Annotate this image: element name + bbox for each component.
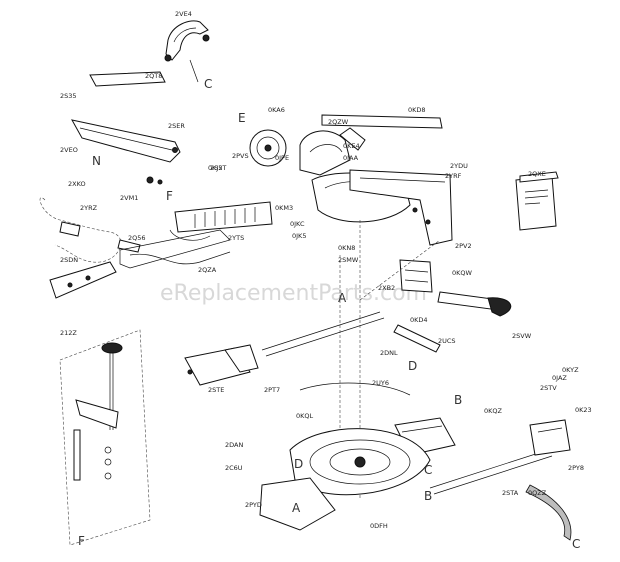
callout: 0JPE	[275, 154, 289, 162]
callout: 2PVS	[232, 152, 249, 160]
callout: 2QZW	[328, 118, 349, 126]
letter-marker: E	[238, 111, 246, 125]
callout: 0KQW	[452, 269, 473, 277]
callout: 2S5T	[210, 164, 226, 172]
callout: 2STA	[502, 489, 519, 497]
callout: 0QZZ	[528, 489, 547, 497]
callout: 2SVW	[512, 332, 532, 340]
callout: 2XB2	[378, 284, 395, 292]
fence-scale	[169, 201, 273, 241]
upper-guard	[71, 71, 181, 185]
callout: 2PT7	[264, 386, 280, 394]
callout: 2YDU	[450, 162, 468, 170]
letter-marker: C	[572, 537, 580, 551]
callout: 0JAZ	[552, 374, 567, 382]
callout: 2YRF	[445, 172, 462, 180]
letter-marker: C	[424, 463, 432, 477]
letter-marker: N	[92, 154, 101, 168]
callout: 0DFH	[370, 522, 388, 530]
letter-marker: B	[454, 393, 462, 407]
letter-marker: D	[408, 359, 417, 373]
slide-rods	[261, 311, 553, 495]
hold-down-clamp	[59, 329, 151, 546]
callout: 0KE4	[343, 142, 360, 150]
callout: 2QT8	[145, 72, 162, 80]
callout: 2STE	[208, 386, 224, 394]
callout: 0KQZ	[484, 407, 503, 415]
callout: 2VM1	[120, 194, 138, 202]
callout: 2PYD	[245, 501, 262, 509]
callout: 212Z	[60, 329, 77, 337]
left-clamp	[184, 344, 259, 386]
callout: 2UY6	[372, 379, 389, 387]
callout: 2YTS	[228, 234, 244, 242]
callout: 2C6U	[225, 464, 243, 472]
letter-marker: F	[166, 189, 173, 203]
switch-handle	[393, 259, 512, 353]
letter-marker: A	[338, 291, 347, 305]
callout: 0KYZ	[562, 366, 579, 374]
callout: 2VEO	[60, 146, 78, 154]
callout: 0KQL	[296, 412, 314, 420]
callout: 0KJ2	[208, 164, 222, 172]
callout: 0JK5	[292, 232, 306, 240]
callout: 2PV2	[455, 242, 472, 250]
callout: 2YRZ	[80, 204, 98, 212]
top-rail	[321, 114, 453, 246]
watermark: eReplacementParts.com	[160, 281, 427, 306]
base-table	[259, 382, 431, 531]
callout: 2S35	[60, 92, 77, 100]
letter-marker: D	[294, 457, 303, 471]
callout-labels: 2VE4 2QT8 2S35 2SER 2VEO 2XKO 2VM1 2YRZ …	[60, 10, 592, 530]
callout: 0KD8	[408, 106, 426, 114]
manual-label: 2QXE	[528, 170, 546, 178]
cord-area	[39, 197, 231, 299]
callout: 2SMW	[338, 256, 359, 264]
callout: 2PY8	[568, 464, 584, 472]
letter-marker: F	[78, 534, 85, 548]
callout: 0KN8	[338, 244, 355, 252]
callout: 2QZA	[198, 266, 217, 274]
callout: 2VE4	[175, 10, 192, 18]
connector-letters: A A B B C C C D D E F F N	[78, 77, 580, 551]
callout: 0JAA	[343, 154, 359, 162]
callout: 2XKO	[68, 180, 86, 188]
callout: 2DNL	[380, 349, 398, 357]
manual-booklet	[515, 171, 559, 231]
letter-marker: A	[292, 501, 301, 515]
top-handle	[164, 20, 210, 83]
bevel-arc	[525, 484, 572, 541]
callout: 0KM3	[275, 204, 293, 212]
callout: 0JKC	[290, 220, 305, 228]
callout: 2STV	[540, 384, 557, 392]
callout: 0KA6	[268, 106, 285, 114]
callout: 0KD4	[410, 316, 428, 324]
callout: 0K23	[575, 406, 592, 414]
callout: 2UCS	[438, 337, 456, 345]
callout: 2SER	[168, 122, 185, 130]
letter-marker: C	[204, 77, 212, 91]
callout: 2DAN	[225, 441, 243, 449]
letter-marker: B	[424, 489, 432, 503]
blade	[249, 129, 287, 167]
callout: 2Q56	[128, 234, 146, 242]
callout: 2SDN	[60, 256, 78, 264]
